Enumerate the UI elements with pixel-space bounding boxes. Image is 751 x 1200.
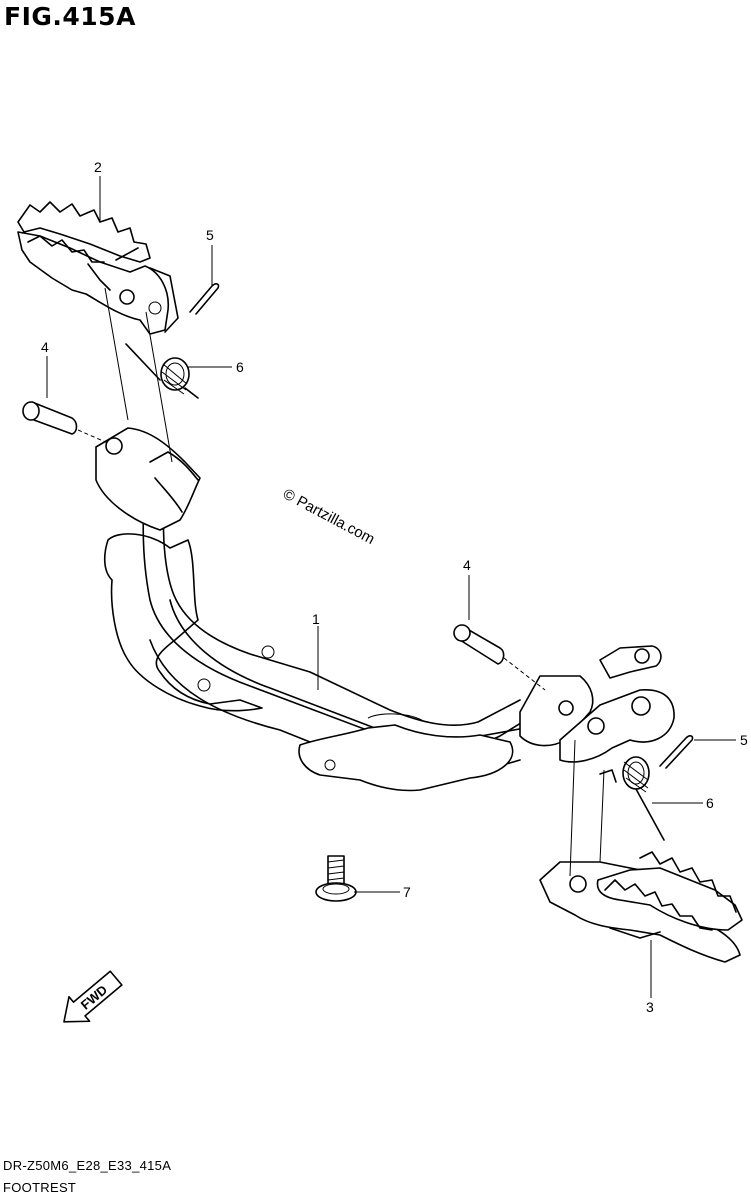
callout-4-right-pin: 4 [463, 557, 471, 573]
callout-6-left-spring: 6 [236, 359, 244, 375]
section-name-label: FOOTREST [3, 1180, 77, 1195]
callout-3-right-footpeg: 3 [646, 999, 654, 1015]
right-cotter-pin-part-5[interactable] [659, 735, 694, 769]
callout-5-left-cotter-pin: 5 [206, 227, 214, 243]
figure-title: FIG.415A [4, 2, 136, 31]
left-cotter-pin-part-5[interactable] [189, 283, 220, 315]
right-spring-part-6[interactable] [599, 756, 665, 841]
callout-7-bolt: 7 [403, 884, 411, 900]
right-footpeg-part-3[interactable] [539, 851, 743, 963]
model-code-label: DR-Z50M6_E28_E33_415A [3, 1158, 172, 1173]
left-pin-part-4[interactable] [22, 401, 78, 435]
callout-2-left-footpeg: 2 [94, 159, 102, 175]
footrest-bar-part-1[interactable] [95, 427, 675, 792]
left-spring-part-6[interactable] [125, 343, 199, 399]
callout-4-left-pin: 4 [41, 339, 49, 355]
leader-lines [46, 176, 736, 998]
right-pin-part-4[interactable] [453, 624, 505, 665]
bolt-part-7[interactable] [315, 855, 357, 902]
forward-direction-arrow: FWD [63, 970, 123, 1023]
callout-6-right-spring: 6 [706, 795, 714, 811]
callout-5-right-cotter-pin: 5 [740, 732, 748, 748]
left-footpeg-part-2[interactable] [17, 201, 179, 335]
watermark-text: © Partzilla.com [280, 486, 377, 548]
callout-1-frame-bar: 1 [312, 611, 320, 627]
